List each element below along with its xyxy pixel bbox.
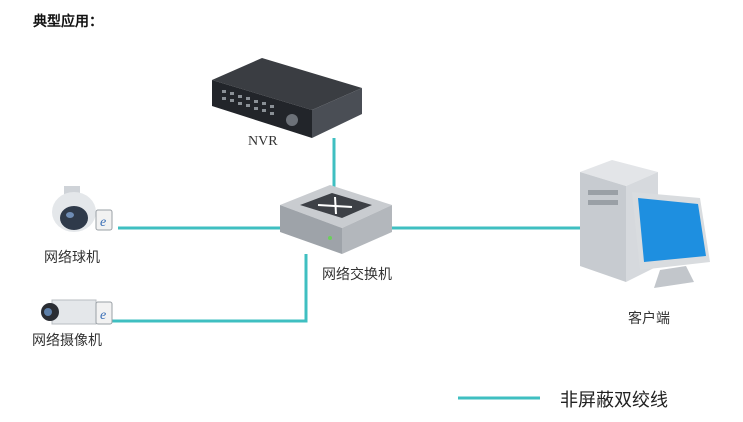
client-label: 客户端: [628, 311, 670, 327]
cable-box-switch: [110, 254, 308, 323]
svg-text:e: e: [100, 215, 106, 230]
dome-camera-icon: e: [52, 186, 113, 232]
switch-label: 网络交换机: [322, 267, 392, 283]
svg-text:e: e: [100, 308, 106, 323]
box-camera-icon: e: [41, 299, 113, 325]
box-camera-label: 网络摄像机: [32, 333, 102, 349]
network-switch-icon: [280, 185, 392, 254]
page-heading: 典型应用：: [33, 14, 103, 30]
nvr-label: NVR: [248, 134, 278, 149]
cables: [110, 138, 580, 400]
dome-camera-label: 网络球机: [44, 250, 100, 266]
desktop-computer-icon: [580, 160, 710, 288]
legend-label: 非屏蔽双绞线: [560, 390, 668, 411]
nvr-recorder-icon: [212, 58, 362, 138]
